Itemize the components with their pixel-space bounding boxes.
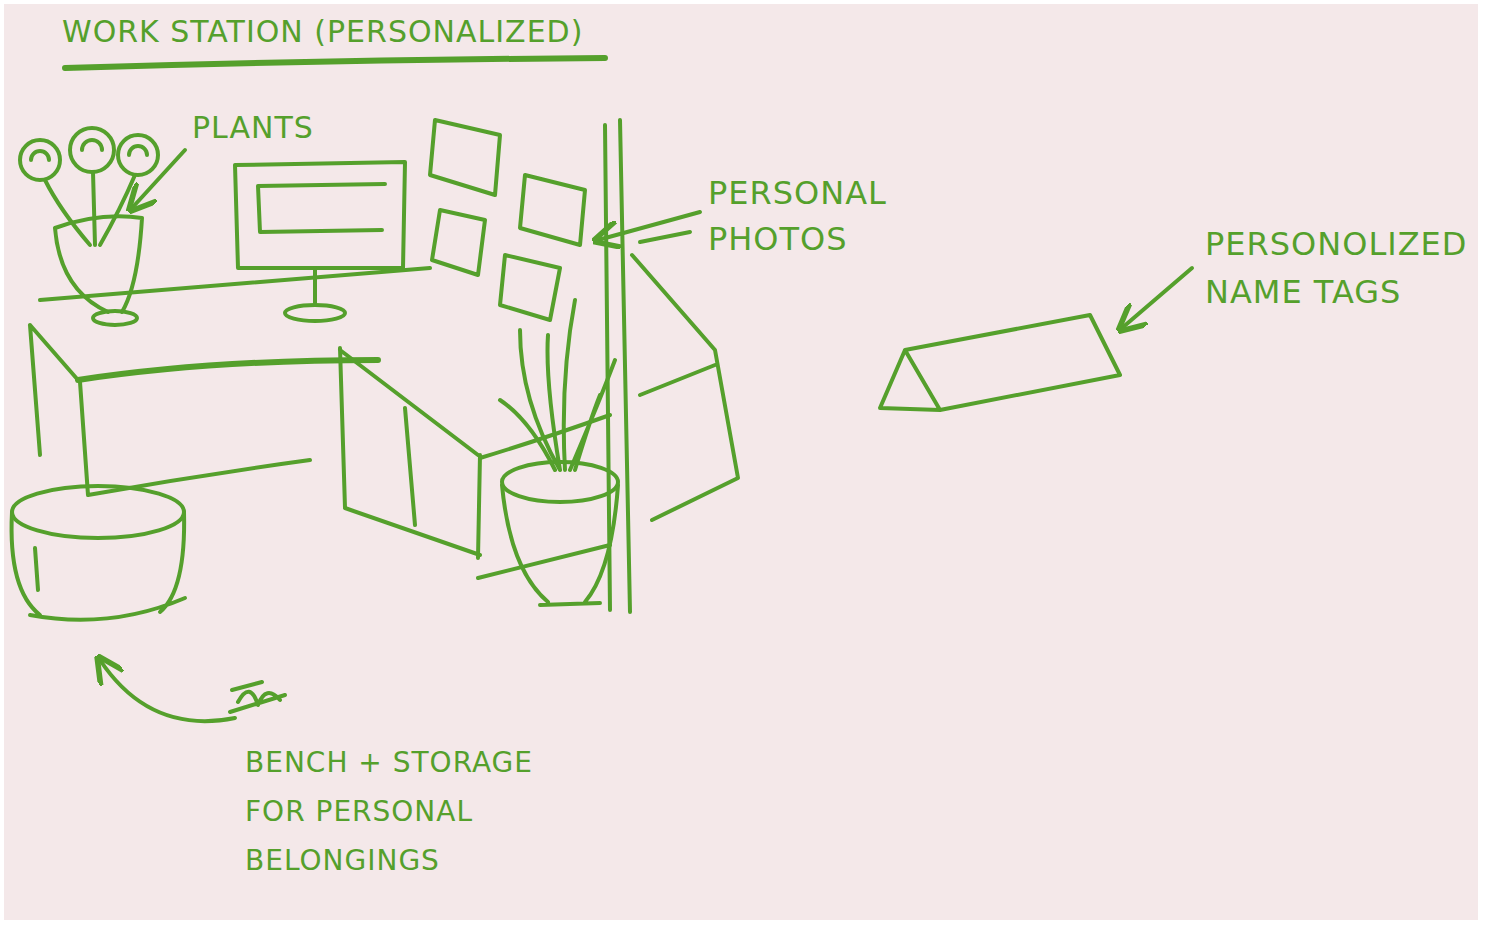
photo-frame [432,210,485,275]
sketch-title: WORK STATION (PERSONALIZED) [62,14,583,49]
desk-left-side [30,325,310,495]
desk-return [340,348,480,558]
leader-line [132,150,185,208]
monitor-screen [258,184,385,232]
photo-frame [430,120,500,195]
callout-label: BENCH + STORAGE FOR PERSONAL BELONGINGS [245,738,565,885]
photo-frame [520,175,585,245]
plant-leaves [500,300,615,470]
plant-pot [502,485,618,605]
paper-sheet [4,4,1478,920]
desk-front-edge [78,360,378,380]
leader-line [598,212,700,240]
callout-label: PERSONOLIZED NAME TAGS [1205,220,1475,316]
callout-label: PERSONAL PHOTOS [708,170,908,263]
name-tag [880,315,1120,410]
monitor-frame [235,162,405,268]
leader-line [100,660,235,721]
title-underline [65,58,605,68]
side-cabinet [632,255,738,520]
partition-panel [605,120,630,612]
monitor-base [285,305,345,321]
flower [20,140,60,180]
plant-pot-rim [502,462,618,502]
sketch-strokes [12,58,1192,721]
desk-back-edge [40,268,430,300]
sketch-stroke [640,232,690,242]
crossed-out-scribble [230,682,285,712]
monitor-stand [313,268,317,303]
flower-stems [45,172,135,245]
bench-body [12,512,185,620]
flower [118,135,158,175]
callout-label: PLANTS [192,110,412,146]
pot-base [93,311,137,325]
bench-top [12,486,184,538]
leader-line [1122,268,1192,328]
photo-frame [500,255,560,320]
flower [70,128,114,172]
